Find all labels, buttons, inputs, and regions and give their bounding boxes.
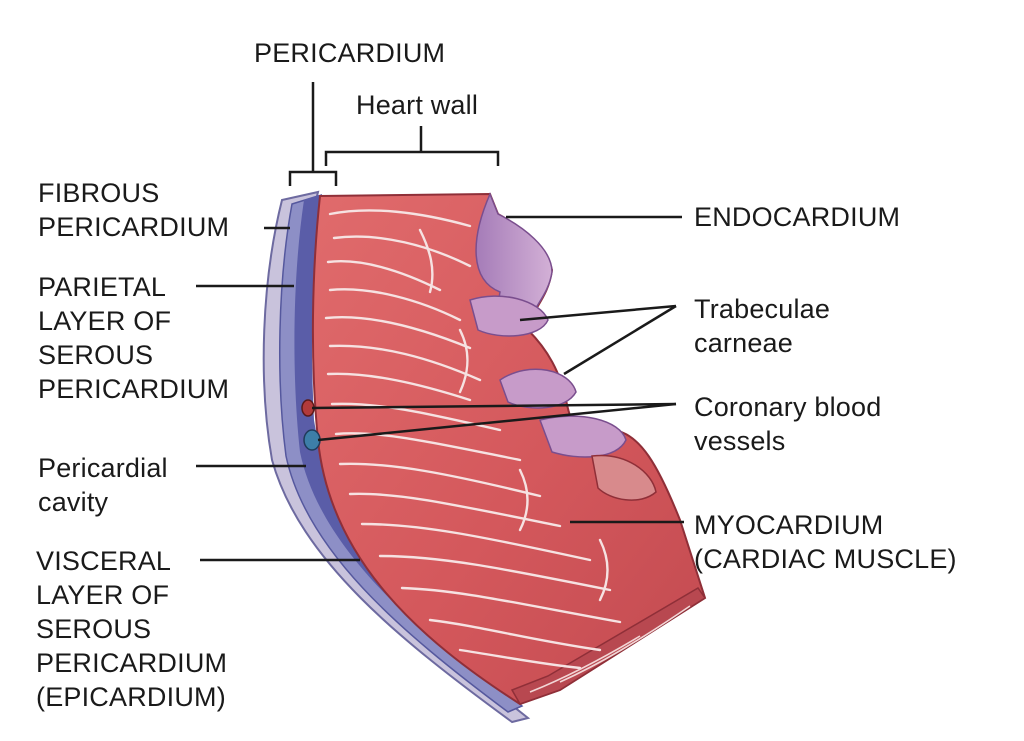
label-pericardial-cavity: Pericardial cavity — [38, 453, 168, 517]
cut-face — [510, 587, 707, 705]
label-myocardium: MYOCARDIUM (CARDIAC MUSCLE) — [694, 510, 957, 574]
cut-face-fibres — [529, 605, 691, 693]
trabeculae-ridge-2 — [499, 368, 577, 409]
label-fibrous-pericardium: FIBROUS PERICARDIUM — [38, 178, 230, 242]
heart-wall-bracket — [324, 126, 500, 166]
label-pericardium: PERICARDIUM — [254, 38, 446, 68]
leader-trabeculae-2 — [563, 304, 677, 376]
label-visceral-layer: VISCERAL LAYER OF SEROUS PERICARDIUM (EP… — [36, 546, 228, 712]
leader-coronary-1 — [311, 402, 677, 410]
label-parietal-layer: PARIETAL LAYER OF SEROUS PERICARDIUM — [38, 272, 230, 404]
label-coronary-blood-vessels: Coronary blood vessels — [694, 392, 882, 456]
trabeculae-ridge-3 — [539, 415, 627, 458]
leader-lines — [196, 215, 684, 562]
label-trabeculae-carneae: Trabeculae carneae — [694, 294, 831, 358]
pericardium-bracket — [288, 82, 338, 186]
muscle-fibres — [324, 209, 622, 670]
coronary-vessel-2 — [303, 429, 321, 451]
label-heart-wall: Heart wall — [356, 90, 479, 120]
trabeculae-ridge-1 — [469, 295, 549, 337]
trabeculae-ridge-4 — [591, 454, 657, 501]
leader-coronary-2 — [317, 402, 677, 442]
leader-trabeculae-1 — [519, 304, 677, 322]
label-endocardium: ENDOCARDIUM — [694, 202, 901, 232]
